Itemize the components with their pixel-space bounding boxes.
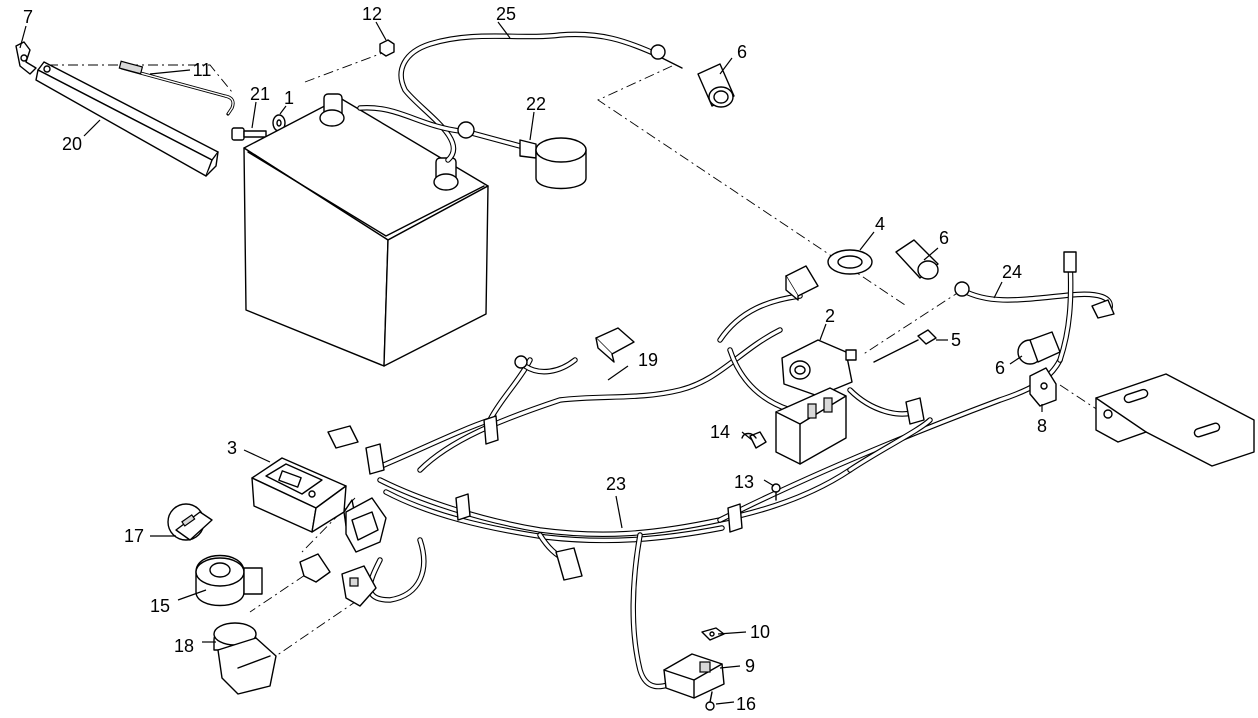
wire-harness bbox=[367, 257, 1074, 690]
screw-5 bbox=[873, 329, 937, 363]
terminal-cap-6 bbox=[697, 63, 735, 108]
hold-down-rod bbox=[118, 60, 235, 116]
ignition-key-switch bbox=[195, 554, 263, 607]
negative-battery-cable bbox=[357, 105, 587, 190]
key-switch-cap bbox=[167, 503, 213, 541]
callout-21: 21 bbox=[250, 84, 270, 104]
harness-connectors bbox=[327, 251, 1115, 581]
terminal-cap-6b bbox=[895, 239, 939, 280]
callout-2: 2 bbox=[825, 306, 835, 326]
grommet bbox=[827, 249, 873, 275]
wire-clamp bbox=[1029, 367, 1057, 407]
callout-labels: 7 12 25 6 11 21 1 22 20 4 6 24 2 5 19 6 … bbox=[23, 4, 1047, 714]
callout-15: 15 bbox=[150, 596, 170, 616]
callout-25: 25 bbox=[496, 4, 516, 24]
solenoid-cable bbox=[954, 281, 1113, 311]
callout-1: 1 bbox=[284, 88, 294, 108]
callout-22: 22 bbox=[526, 94, 546, 114]
wide-connector bbox=[345, 497, 387, 553]
callout-17: 17 bbox=[124, 526, 144, 546]
screw-16 bbox=[705, 691, 715, 711]
callout-20: 20 bbox=[62, 134, 82, 154]
alignment-lines bbox=[48, 51, 1111, 661]
positive-battery-cable bbox=[398, 31, 683, 163]
callout-18: 18 bbox=[174, 636, 194, 656]
mounting-plate bbox=[1095, 373, 1255, 467]
callout-6b: 6 bbox=[939, 228, 949, 248]
seat-switch bbox=[663, 653, 725, 699]
callout-24: 24 bbox=[1002, 262, 1022, 282]
callout-5: 5 bbox=[951, 330, 961, 350]
callout-6a: 6 bbox=[737, 42, 747, 62]
bolt bbox=[231, 127, 267, 141]
callout-7: 7 bbox=[23, 7, 33, 27]
callout-9: 9 bbox=[745, 656, 755, 676]
callout-23: 23 bbox=[606, 474, 626, 494]
callout-13: 13 bbox=[734, 472, 754, 492]
callout-4: 4 bbox=[875, 214, 885, 234]
callout-6c: 6 bbox=[995, 358, 1005, 378]
callout-3: 3 bbox=[227, 438, 237, 458]
harness-plugs bbox=[299, 553, 377, 607]
terminal-cap-6c bbox=[1017, 331, 1061, 365]
push-button-switch bbox=[213, 622, 277, 695]
leader-lines bbox=[19, 21, 1043, 705]
callout-12: 12 bbox=[362, 4, 382, 24]
callout-8: 8 bbox=[1037, 416, 1047, 436]
starter-solenoid bbox=[781, 339, 857, 397]
battery-hold-down-bracket bbox=[35, 61, 219, 177]
callout-10: 10 bbox=[750, 622, 770, 642]
wire-clip bbox=[741, 431, 767, 449]
wing-nut bbox=[15, 41, 37, 75]
callout-19: 19 bbox=[638, 350, 658, 370]
solenoid-mount-bracket bbox=[775, 387, 847, 465]
callout-14: 14 bbox=[710, 422, 730, 442]
nut bbox=[379, 39, 395, 57]
battery bbox=[243, 93, 489, 367]
hour-meter bbox=[251, 457, 357, 533]
callout-16: 16 bbox=[736, 694, 756, 714]
callout-11: 11 bbox=[193, 60, 212, 80]
